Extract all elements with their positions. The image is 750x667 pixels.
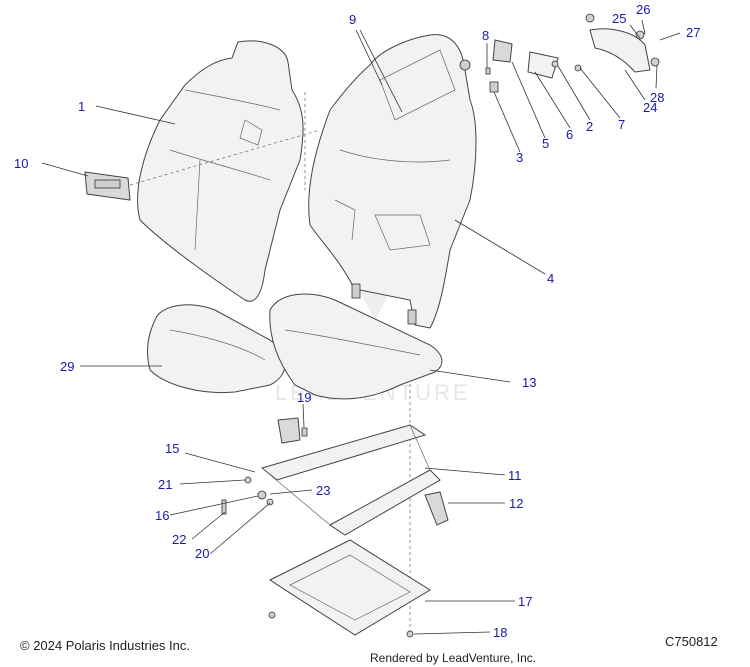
callout-28[interactable]: 28 (650, 90, 664, 105)
callout-10[interactable]: 10 (14, 156, 28, 171)
slider-handle (424, 491, 449, 526)
callout-23[interactable]: 23 (316, 483, 330, 498)
guide-line-2 (129, 129, 321, 186)
belt-guide (84, 171, 131, 201)
callout-24[interactable]: 24 (643, 100, 657, 115)
callout-11[interactable]: 11 (508, 468, 522, 483)
callout-1[interactable]: 1 (78, 99, 85, 114)
rendered-by-text: Rendered by LeadVenture, Inc. (370, 651, 537, 665)
seat-bottom-frame (269, 293, 443, 400)
diagram-code: C750812 (665, 634, 718, 649)
callout-25[interactable]: 25 (612, 11, 626, 26)
callout-29[interactable]: 29 (60, 359, 74, 374)
callout-6[interactable]: 6 (566, 127, 573, 142)
callout-19[interactable]: 19 (297, 390, 311, 405)
callout-18[interactable]: 18 (493, 625, 507, 640)
callout-16[interactable]: 16 (155, 508, 169, 523)
seat-rails (260, 424, 441, 536)
callout-labels: 1 2 3 4 5 6 7 8 9 10 11 12 13 15 16 17 1… (14, 2, 700, 640)
callout-2[interactable]: 2 (586, 119, 593, 134)
callout-13[interactable]: 13 (522, 375, 536, 390)
callout-9[interactable]: 9 (349, 12, 356, 27)
callout-22[interactable]: 22 (172, 532, 186, 547)
leader-lines (41, 19, 681, 635)
callout-17[interactable]: 17 (518, 594, 532, 609)
callout-15[interactable]: 15 (165, 441, 179, 456)
seat-bracket (277, 417, 301, 444)
callout-7[interactable]: 7 (618, 117, 625, 132)
callout-12[interactable]: 12 (509, 496, 523, 511)
hardware-group (221, 13, 660, 638)
copyright-text: © 2024 Polaris Industries Inc. (20, 638, 190, 653)
callout-8[interactable]: 8 (482, 28, 489, 43)
callout-3[interactable]: 3 (516, 150, 523, 165)
callout-26[interactable]: 26 (636, 2, 650, 17)
seat-bottom-cushion (147, 304, 286, 394)
callout-27[interactable]: 27 (686, 25, 700, 40)
callout-20[interactable]: 20 (195, 546, 209, 561)
callout-4[interactable]: 4 (547, 271, 554, 286)
seat-back-cover (137, 40, 304, 302)
lower-pan (268, 539, 431, 636)
callout-21[interactable]: 21 (158, 477, 172, 492)
seat-back-frame (308, 34, 477, 329)
callout-5[interactable]: 5 (542, 136, 549, 151)
